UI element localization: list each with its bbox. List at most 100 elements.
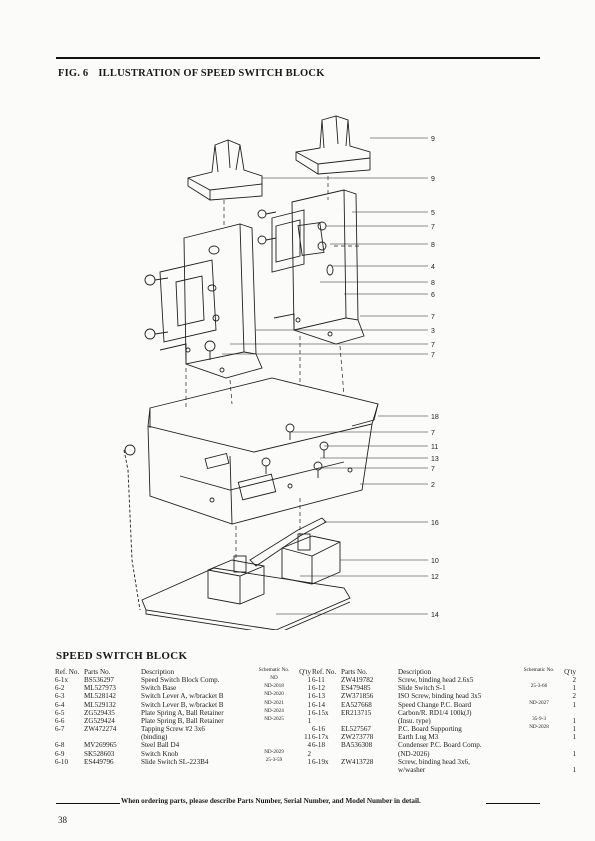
header-parts-no: Parts No. [84, 668, 111, 676]
figure-caption: ILLUSTRATION OF SPEED SWITCH BLOCK [98, 68, 325, 79]
table-row: (binding)11 [55, 733, 314, 741]
cell-parts-no: ES479485 [341, 684, 371, 693]
parts-table-left: Ref. No. Parts No. Description Schematic… [55, 667, 314, 766]
header-description: Description [141, 668, 175, 676]
cell-parts-no: ZW419782 [341, 676, 374, 685]
section-title: SPEED SWITCH BLOCK [56, 650, 188, 662]
cell-ref-no [312, 750, 341, 758]
cell-ref-no [55, 733, 84, 741]
cell-qty: 1 [572, 749, 576, 758]
cell-description: Plate Spring A, Ball Retainer [141, 708, 224, 717]
cell-qty [562, 741, 579, 749]
cell-schematic-no [519, 758, 562, 766]
cell-ref-no: 6-8 [55, 741, 65, 750]
cell-ref-no: 6-19x [312, 757, 329, 766]
callout-13: 13 [431, 456, 439, 463]
cell-ref-no: 6-13 [312, 692, 326, 701]
cell-description: Carbon/R. RD1/4 100k(J) [398, 708, 472, 717]
table-row: (ND-2026)1 [312, 750, 579, 758]
callout-7a: 7 [431, 224, 435, 231]
cell-schematic-no [519, 733, 562, 741]
slide-switch-left [207, 555, 265, 605]
callout-18: 18 [431, 414, 439, 421]
table-row: 6-4 ML529132 Switch Lever B, w/bracket B ND… [55, 699, 314, 709]
cell-ref-no: 6-7 [55, 725, 65, 734]
cell-schematic-no: ND-2024 [264, 707, 284, 714]
cell-parts-no: ZG529435 [84, 708, 115, 717]
cell-ref-no: 6-4 [55, 700, 65, 709]
cell-qty [562, 709, 579, 717]
cell-description: Steel Ball D4 [141, 741, 180, 750]
plate-spring-left [159, 259, 217, 343]
callout-7e: 7 [431, 430, 435, 437]
callout-2: 2 [431, 482, 435, 489]
cell-parts-no: EL527567 [341, 725, 371, 734]
plate-spring-right [271, 209, 305, 273]
cell-schematic-no: ND-2021 [264, 699, 284, 706]
cell-description: w/washer [398, 765, 426, 774]
footer-rule-right [486, 803, 540, 804]
cell-ref-no [312, 717, 341, 725]
cell-parts-no: ES449796 [84, 757, 114, 766]
cell-description: P.C. Board Supporting [398, 725, 462, 734]
cell-schematic-no [254, 733, 297, 741]
callout-8b: 8 [431, 280, 435, 287]
table-header-row: Ref. No. Parts No. Description Schematic… [55, 667, 314, 676]
cell-qty: 1 [307, 700, 311, 709]
cell-description: Slide Switch S-1 [398, 684, 446, 693]
cell-description: Screw, binding head 3x6, [398, 757, 470, 766]
cell-parts-no: ZW371856 [341, 692, 374, 701]
cell-parts-no: ER213715 [341, 708, 372, 717]
cell-schematic-no [519, 741, 562, 749]
cell-qty: 1 [307, 676, 311, 685]
footer-rule-left [56, 803, 120, 804]
cell-ref-no: 6-14 [312, 700, 326, 709]
cell-schematic-no: ND-2027 [529, 699, 549, 706]
cell-description: Speed Switch Block Comp. [141, 676, 220, 685]
callout-14: 14 [431, 612, 439, 619]
cell-parts-no [341, 750, 398, 758]
cell-schematic-no: 25-3-66 [530, 683, 548, 690]
cell-parts-no: ZW273778 [341, 733, 374, 742]
cell-qty: 4 [307, 741, 311, 750]
cell-qty: 1 [572, 725, 576, 734]
callout-12: 12 [431, 574, 439, 581]
callout-numbers: 9 9 5 7 8 4 8 6 7 3 7 7 18 7 11 13 7 2 1… [431, 136, 439, 619]
cell-qty [562, 758, 579, 766]
callout-leaders [222, 137, 428, 615]
top-rule [56, 57, 540, 59]
cell-description: Earth Lug M3 [398, 733, 439, 742]
callout-16: 16 [431, 520, 439, 527]
cell-schematic-no: ND-2025 [264, 715, 284, 722]
cell-description: Screw, binding head 2.6x5 [398, 676, 474, 685]
cell-schematic-no [254, 725, 297, 733]
cell-ref-no: 6-1x [55, 676, 69, 685]
cell-schematic-no: ND-2020 [264, 691, 284, 698]
cell-parts-no: ML528142 [84, 692, 116, 701]
cell-ref-no: 6-12 [312, 684, 326, 693]
cell-ref-no: 6-2 [55, 684, 65, 693]
callout-10: 10 [431, 558, 439, 565]
header-ref-no: Ref. No. [55, 668, 80, 676]
cell-description: (Insu. type) [398, 716, 431, 725]
cell-parts-no: ML529132 [84, 700, 116, 709]
callout-7d: 7 [431, 352, 435, 359]
switch-lever-bracket-left [159, 223, 263, 379]
cell-description: Switch Lever B, w/bracket B [141, 700, 224, 709]
cell-schematic-no: ND [270, 675, 278, 682]
cell-parts-no: ZG529424 [84, 716, 115, 725]
cell-ref-no: 6-11 [312, 676, 325, 685]
switch-base [147, 377, 379, 525]
cell-schematic-no: ND-2028 [529, 724, 549, 731]
cell-parts-no: ZW472274 [84, 725, 117, 734]
